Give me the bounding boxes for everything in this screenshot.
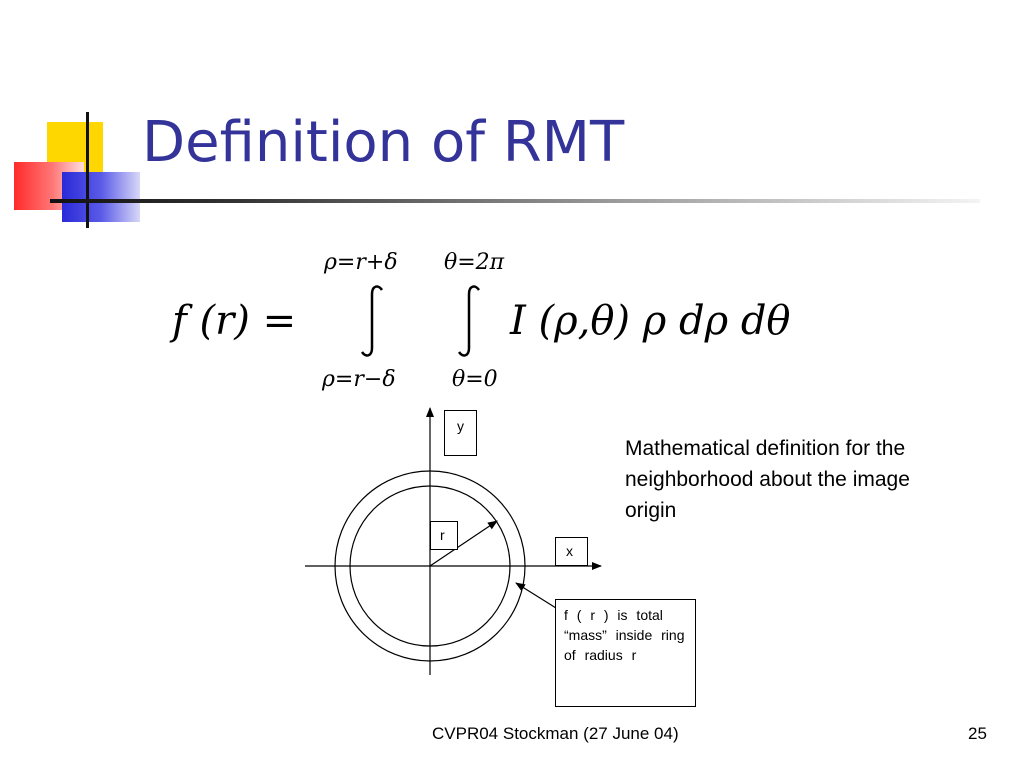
integral-lower-limit-theta: θ=0 — [452, 367, 498, 392]
radius-label: r — [430, 521, 458, 550]
integral-sign-theta — [457, 285, 481, 357]
integral-upper-limit-theta: θ=2π — [444, 250, 505, 275]
decorative-blue-block — [62, 172, 140, 222]
annotation-pointer — [515, 582, 557, 609]
integral-lower-limit-rho: ρ=r−δ — [322, 367, 396, 392]
title-underline — [50, 199, 980, 203]
inner-ring-circle — [349, 485, 511, 647]
integral-signs — [360, 285, 481, 357]
integral-sign-rho — [360, 285, 384, 357]
decorative-vertical-line — [86, 112, 89, 228]
footer-text: CVPR04 Stockman (27 June 04) — [432, 724, 679, 743]
formula-integrand: I (ρ,θ) ρ dρ dθ — [510, 298, 791, 344]
slide-number: 25 — [968, 724, 987, 743]
integral-upper-limit-rho: ρ=r+δ — [324, 250, 398, 275]
x-axis-label: x — [555, 537, 588, 566]
slide-title: Definition of RMT — [142, 110, 625, 175]
outer-ring-circle — [334, 470, 526, 662]
formula-lhs: f (r) = — [172, 298, 297, 344]
definition-description: Mathematical definition for the neighbor… — [625, 437, 910, 522]
ring-mass-annotation: f ( r ) is total “mass” inside ring of r… — [555, 599, 696, 707]
y-axis-label: y — [444, 410, 477, 456]
radius-arrow — [429, 520, 498, 567]
